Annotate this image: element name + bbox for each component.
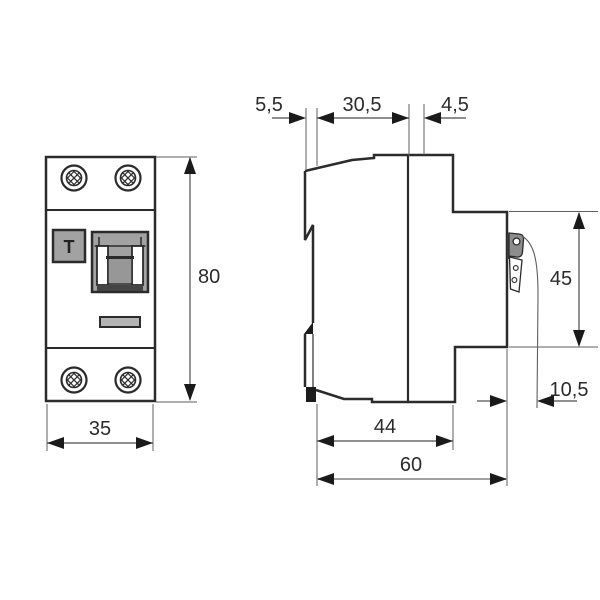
arrow-right-icon [136,437,153,449]
clip-swing-arc [521,235,539,409]
arrow-up-icon [184,157,196,174]
test-button: T [51,228,87,264]
din-rail-clip [507,232,539,409]
dim-side-bottom: 44 60 [316,349,508,486]
toggle-bottom-bar [97,285,143,291]
dim-label-4-5: 4,5 [441,94,469,116]
front-view: T [44,155,157,403]
screw-terminal-icon [60,366,88,394]
toggle-knob [107,257,133,285]
dim-clip-clearance: 10,5 [477,379,588,407]
side-view [303,153,539,409]
arrow-left-icon [317,473,334,485]
screw-terminal-icon [114,164,142,192]
screw-terminal-icon [114,366,142,394]
arrow-left-icon [317,435,334,447]
dim-label-5-5: 5,5 [255,94,283,116]
arrow-up-icon [573,212,585,229]
arrow-left-icon [424,112,441,124]
arrow-left-icon [537,395,554,407]
dim-label-35: 35 [89,418,111,440]
arrow-down-icon [573,330,585,347]
arrow-left-icon [47,437,64,449]
label-window [99,316,141,328]
toggle-slot-left [96,245,109,286]
toggle-slot-right [131,245,144,286]
dim-front-height: 80 [156,156,220,403]
dim-side-right: 45 [509,211,598,348]
dim-front-width: 35 [46,404,154,451]
arrow-right-icon [490,473,507,485]
dim-label-60: 60 [400,454,422,476]
dim-label-80: 80 [198,266,220,288]
dim-side-top: 5,5 30,5 4,5 [255,94,469,169]
arrow-left-icon [317,112,334,124]
side-front-face-upper [303,171,315,323]
side-view-profile [304,153,509,404]
toggle-switch [90,230,150,294]
arrow-right-icon [392,112,409,124]
dim-label-44: 44 [374,416,396,438]
screw-terminal-icon [60,164,88,192]
front-latch-tooth [304,322,313,334]
test-button-label: T [64,237,75,257]
arrow-down-icon [184,384,196,401]
clip-hole [512,237,521,246]
dim-label-30-5: 30,5 [343,94,382,116]
arrow-right-icon [289,112,306,124]
front-foot-block [306,387,316,402]
dim-label-45: 45 [550,268,572,290]
arrow-right-icon [436,435,453,447]
clip-lower-plate [508,256,523,293]
arrow-right-icon [490,395,507,407]
dim-label-10-5: 10,5 [550,379,589,401]
